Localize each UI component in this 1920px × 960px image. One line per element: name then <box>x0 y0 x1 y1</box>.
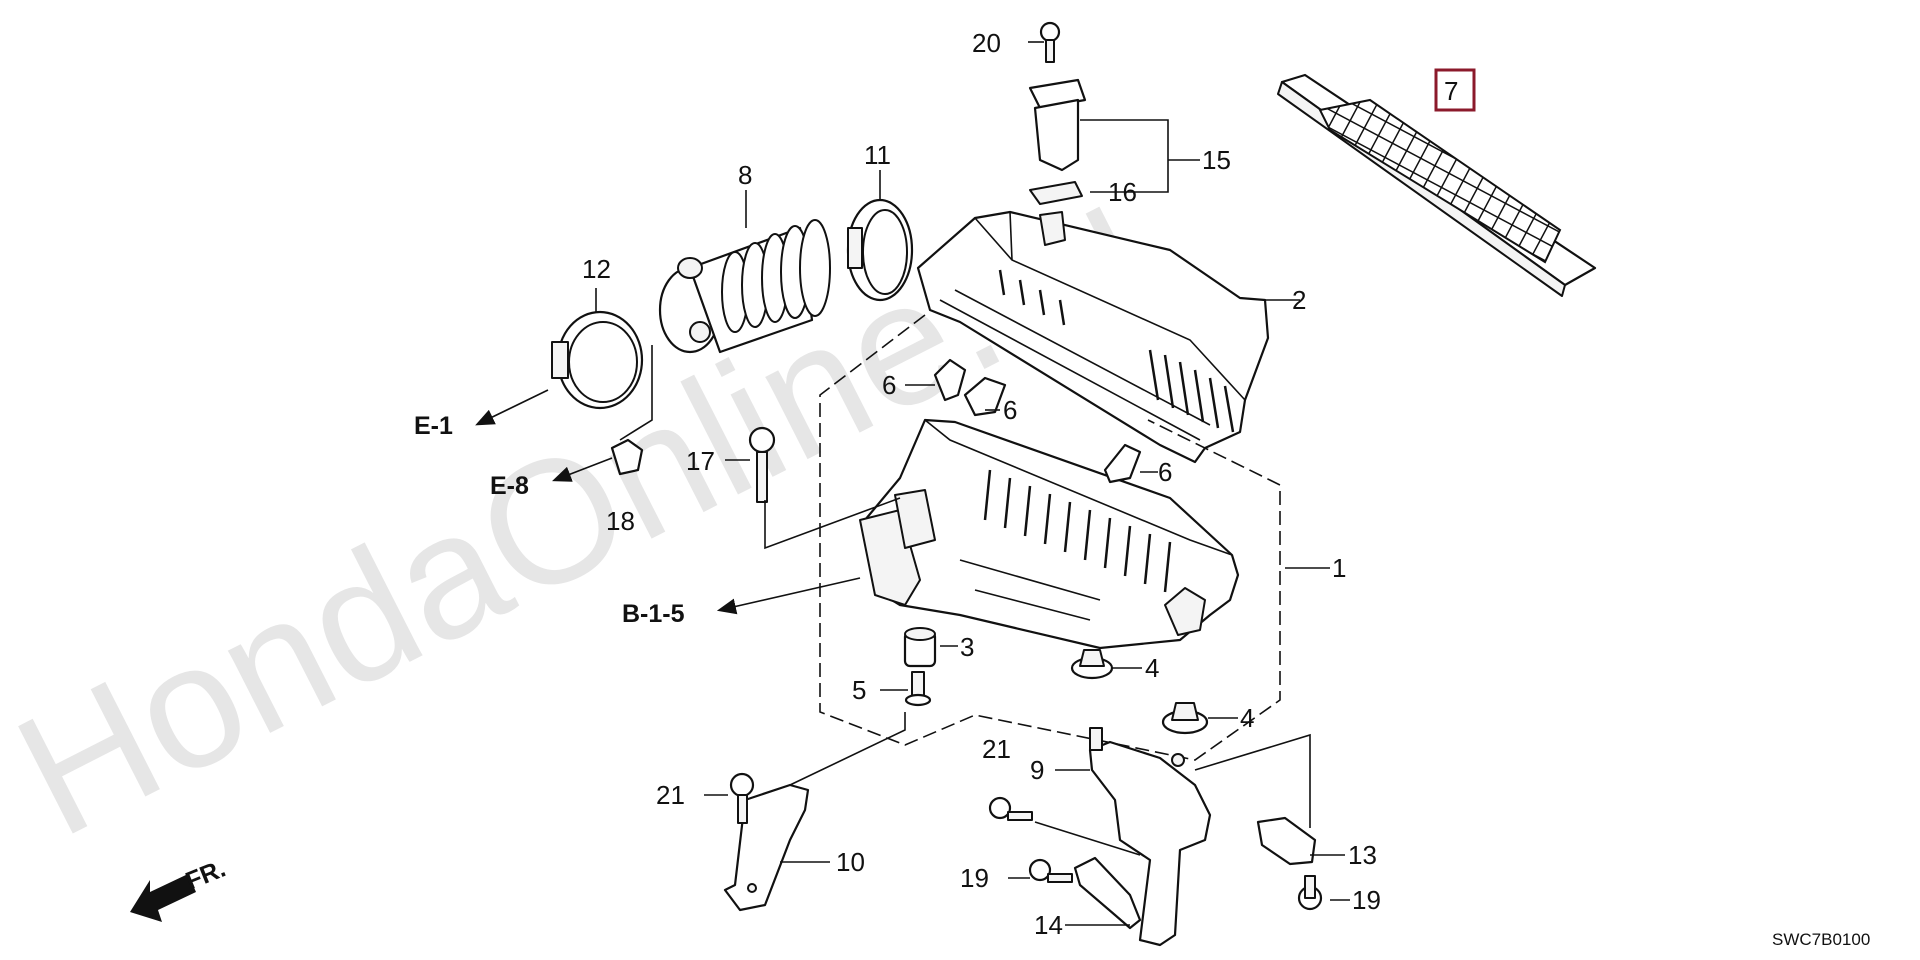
callout-4a: 4 <box>1145 653 1159 683</box>
bracket-13 <box>1256 816 1317 866</box>
callout-18: 18 <box>606 506 635 536</box>
bolt-19b <box>1297 875 1323 911</box>
group-boundary <box>819 314 1281 761</box>
bolt-21a <box>729 772 755 824</box>
callout-5: 5 <box>852 675 866 705</box>
front-label: FR. <box>182 855 230 896</box>
arrow-e1 <box>475 389 549 426</box>
bracket-9 <box>1088 727 1212 947</box>
leader-lines <box>595 41 1350 926</box>
callout-6c: 6 <box>1158 457 1172 487</box>
mount-3 <box>903 627 937 668</box>
highlight-frame <box>1434 68 1476 112</box>
callout-15: 15 <box>1202 145 1231 175</box>
clamp-11 <box>846 198 914 302</box>
bolt-5 <box>904 671 932 707</box>
ref-e1: E-1 <box>414 412 453 440</box>
clip-6c <box>1103 443 1142 484</box>
bracket-14 <box>1073 856 1142 930</box>
callout-19a: 19 <box>960 863 989 893</box>
callout-17: 17 <box>686 446 715 476</box>
callout-8: 8 <box>738 160 752 190</box>
front-direction-arrow <box>130 874 196 922</box>
grommet-18 <box>610 438 644 476</box>
callout-3: 3 <box>960 632 974 662</box>
upper-housing <box>916 210 1270 464</box>
ref-e8: E-8 <box>490 472 529 500</box>
bolt-17 <box>748 426 776 503</box>
bolt-19a <box>1028 858 1073 883</box>
callout-12: 12 <box>582 254 611 284</box>
callout-1: 1 <box>1332 553 1346 583</box>
arrow-e8 <box>552 457 613 482</box>
callout-10: 10 <box>836 847 865 877</box>
callout-13: 13 <box>1348 840 1377 870</box>
callout-6b: 6 <box>1003 395 1017 425</box>
bolt-20 <box>1039 21 1061 63</box>
grommet-4a <box>1070 649 1114 680</box>
diagram-code: SWC7B0100 <box>1772 930 1870 949</box>
callout-14: 14 <box>1034 910 1063 940</box>
arrow-b15 <box>716 577 861 615</box>
callout-9: 9 <box>1030 755 1044 785</box>
callout-7: 7 <box>1444 76 1458 106</box>
ref-b15: B-1-5 <box>622 600 685 628</box>
lower-housing <box>859 418 1240 650</box>
intake-duct <box>658 219 831 354</box>
clip-6b <box>963 376 1007 417</box>
callout-20: 20 <box>972 28 1001 58</box>
callout-2: 2 <box>1292 285 1306 315</box>
airflow-sensor <box>1028 78 1087 205</box>
callout-11: 11 <box>864 140 891 170</box>
callout-21a: 21 <box>656 780 685 810</box>
bolt-21b <box>988 796 1033 821</box>
clamp-12 <box>551 310 644 410</box>
clip-6a <box>933 358 967 402</box>
grommet-4b <box>1161 702 1209 735</box>
callout-19b: 19 <box>1352 885 1381 915</box>
callout-4b: 4 <box>1240 703 1254 733</box>
callout-6a: 6 <box>882 370 896 400</box>
callout-21b: 21 <box>982 734 1011 764</box>
air-filter-element <box>1277 73 1597 297</box>
callout-16: 16 <box>1108 177 1137 207</box>
